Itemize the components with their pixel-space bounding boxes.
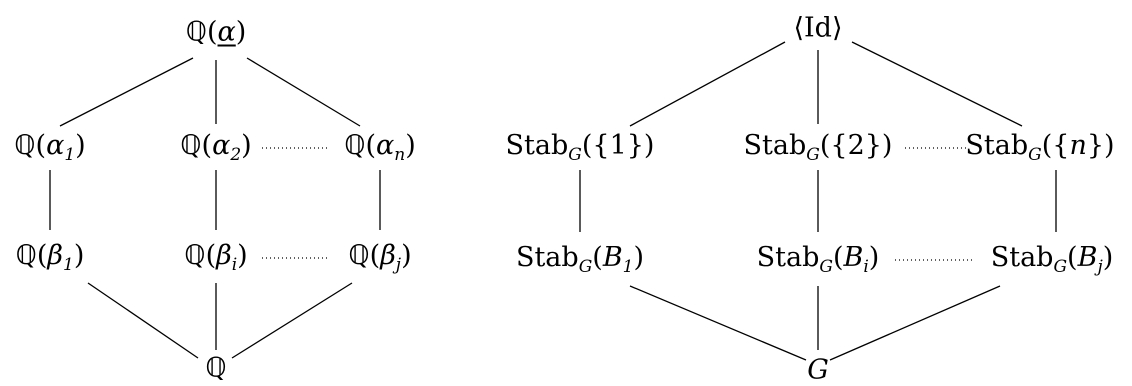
edge-sb1-g bbox=[629, 285, 807, 361]
close-paren: ) bbox=[75, 130, 86, 162]
stab-argument: ({2}) bbox=[819, 130, 893, 162]
node-q-alpha-2: ℚ(α2) bbox=[180, 132, 251, 164]
open-bracket: ({ bbox=[1041, 130, 1070, 162]
alpha-vector-symbol: α bbox=[217, 16, 236, 48]
subscript: j bbox=[395, 254, 402, 275]
subscript: n bbox=[394, 144, 406, 165]
alpha-symbol: α bbox=[212, 130, 231, 162]
group-subscript: G bbox=[568, 144, 582, 165]
group-subscript: G bbox=[578, 256, 593, 277]
group-g-label: G bbox=[807, 354, 829, 386]
block-subscript: j bbox=[1097, 256, 1103, 277]
rational-field-symbol: ℚ bbox=[348, 240, 370, 272]
open-paren: ( bbox=[205, 240, 217, 272]
open-paren: ( bbox=[201, 130, 213, 162]
open-paren: ( bbox=[592, 242, 603, 274]
rational-field-symbol: ℚ bbox=[205, 352, 227, 384]
open-paren: ( bbox=[365, 130, 377, 162]
node-q-alpha-1: ℚ(α1) bbox=[14, 132, 85, 164]
node-stab-bi: StabG(Bi) bbox=[757, 244, 880, 276]
block-variable: B bbox=[602, 242, 623, 274]
stab-label: Stab bbox=[743, 130, 807, 162]
close-bracket: }) bbox=[1086, 130, 1115, 162]
close-paren: ) bbox=[73, 240, 85, 272]
stab-label: Stab bbox=[990, 242, 1054, 274]
node-q-base-field: ℚ bbox=[205, 355, 226, 382]
stab-argument: ({1}) bbox=[581, 130, 655, 162]
close-paren: ) bbox=[1102, 242, 1114, 274]
stab-label: Stab bbox=[965, 130, 1029, 162]
open-paren: ( bbox=[35, 130, 47, 162]
open-paren: ( bbox=[369, 240, 381, 272]
open-paren: ( bbox=[36, 240, 48, 272]
stab-label: Stab bbox=[756, 242, 820, 274]
group-subscript: G bbox=[1053, 256, 1068, 277]
subscript: i bbox=[231, 254, 238, 275]
node-q-alpha-n: ℚ(αn) bbox=[344, 132, 416, 164]
node-full-group: G bbox=[807, 357, 829, 384]
n-variable: n bbox=[1069, 130, 1087, 162]
beta-symbol: β bbox=[216, 240, 232, 272]
group-subscript: G bbox=[806, 144, 820, 165]
beta-symbol: β bbox=[380, 240, 396, 272]
subscript: 1 bbox=[64, 144, 76, 165]
stab-label: Stab bbox=[505, 130, 569, 162]
edge-b1-bottom bbox=[87, 282, 199, 359]
node-stab-b1: StabG(B1) bbox=[516, 244, 644, 276]
node-q-alpha-vector: ℚ(α) bbox=[186, 19, 247, 46]
group-subscript: G bbox=[1028, 144, 1042, 165]
node-q-beta-i: ℚ(βi) bbox=[184, 242, 247, 274]
node-q-beta-j: ℚ(βj) bbox=[348, 242, 411, 274]
identity-subgroup-label: ⟨Id⟩ bbox=[793, 12, 843, 44]
close-paren: ) bbox=[401, 240, 412, 272]
close-paren: ) bbox=[235, 16, 247, 48]
block-variable: B bbox=[1077, 242, 1098, 274]
edge-id-s1 bbox=[629, 41, 786, 127]
close-paren: ) bbox=[868, 242, 880, 274]
group-subscript: G bbox=[819, 256, 833, 277]
node-stab-bj: StabG(Bj) bbox=[991, 244, 1114, 276]
close-paren: ) bbox=[633, 242, 645, 274]
subscript: 2 bbox=[230, 144, 242, 165]
rational-field-symbol: ℚ bbox=[180, 130, 202, 162]
close-paren: ) bbox=[237, 240, 248, 272]
close-paren: ) bbox=[405, 130, 416, 162]
edge-id-sn bbox=[851, 41, 1023, 127]
node-identity-subgroup: ⟨Id⟩ bbox=[793, 15, 842, 42]
node-stab-1: StabG({1}) bbox=[506, 132, 655, 164]
subscript: 1 bbox=[63, 254, 74, 275]
beta-symbol: β bbox=[47, 240, 64, 272]
block-subscript: 1 bbox=[622, 256, 634, 277]
node-q-beta-1: ℚ(β1) bbox=[16, 242, 85, 274]
rational-field-symbol: ℚ bbox=[185, 16, 207, 48]
rational-field-symbol: ℚ bbox=[14, 130, 36, 162]
node-stab-n: StabG({n}) bbox=[965, 132, 1114, 164]
edge-top-an bbox=[246, 57, 361, 127]
block-subscript: i bbox=[863, 256, 869, 277]
open-paren: ( bbox=[206, 16, 218, 48]
alpha-symbol: α bbox=[46, 130, 65, 162]
edge-bj-bottom bbox=[231, 282, 353, 359]
rational-field-symbol: ℚ bbox=[344, 130, 366, 162]
open-paren: ( bbox=[1067, 242, 1078, 274]
node-stab-2: StabG({2}) bbox=[744, 132, 893, 164]
rational-field-symbol: ℚ bbox=[15, 240, 37, 272]
edge-top-a1 bbox=[59, 57, 194, 127]
stab-label: Stab bbox=[515, 242, 579, 274]
open-paren: ( bbox=[832, 242, 844, 274]
edge-sbj-g bbox=[829, 285, 1001, 361]
block-variable: B bbox=[843, 242, 864, 274]
alpha-symbol: α bbox=[376, 130, 395, 162]
rational-field-symbol: ℚ bbox=[184, 240, 206, 272]
close-paren: ) bbox=[241, 130, 252, 162]
